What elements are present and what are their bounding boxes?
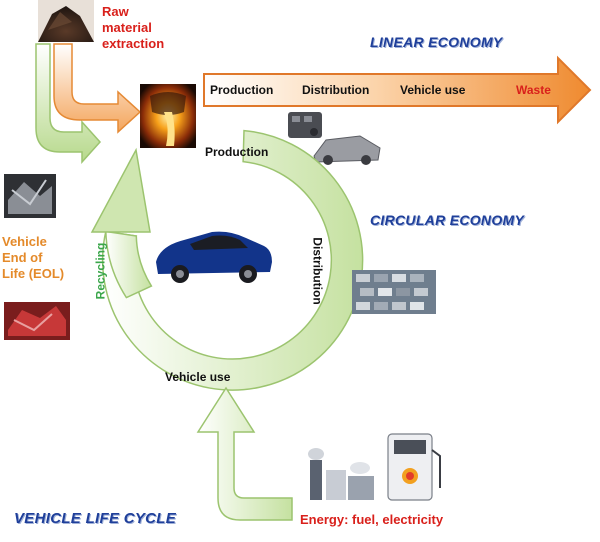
car-park-icon	[352, 270, 436, 314]
linear-economy-title: LINEAR ECONOMY	[370, 34, 503, 50]
linear-step-production: Production	[210, 83, 274, 97]
circular-vehicle-use-label: Vehicle use	[165, 370, 231, 384]
crushed-cars-icon	[4, 302, 70, 340]
raw-material-line2: material	[102, 20, 152, 35]
circular-distribution-label: Distribution	[310, 237, 325, 305]
eol-label: Vehicle End of Life (EOL)	[2, 234, 64, 282]
green-input-arrow	[35, 43, 102, 164]
linear-step-vehicle-use: Vehicle use	[400, 83, 466, 97]
vehicle-life-cycle-title: VEHICLE LIFE CYCLE	[14, 510, 177, 527]
furnace-icon	[140, 84, 196, 148]
raw-material-pile-icon	[38, 0, 94, 42]
circular-cycle-ring	[90, 129, 364, 391]
circular-economy-title: CIRCULAR ECONOMY	[370, 212, 525, 228]
linear-economy-arrow	[203, 55, 592, 125]
raw-material-line3: extraction	[102, 36, 165, 51]
energy-input-arrow	[196, 386, 293, 521]
linear-step-distribution: Distribution	[302, 83, 370, 97]
circular-recycling-label: Recycling	[93, 242, 108, 300]
car-icon	[156, 231, 272, 283]
raw-material-line1: Raw	[102, 4, 129, 19]
energy-label: Energy: fuel, electricity	[300, 512, 444, 527]
car-chassis-icon	[313, 135, 381, 165]
orange-input-arrow	[53, 43, 142, 134]
eol-line1: Vehicle	[2, 234, 47, 249]
factory-icon	[308, 448, 374, 500]
eol-line3: Life (EOL)	[2, 266, 65, 281]
raw-material-label: Raw material extraction	[102, 4, 164, 52]
engine-block-icon	[288, 112, 322, 138]
scrap-metal-icon	[4, 174, 56, 218]
fuel-pump-icon	[387, 433, 441, 501]
cycle-arrowhead	[90, 147, 151, 233]
circular-production-label: Production	[205, 145, 269, 159]
eol-line2: End of	[2, 250, 43, 265]
linear-step-waste: Waste	[516, 83, 551, 97]
